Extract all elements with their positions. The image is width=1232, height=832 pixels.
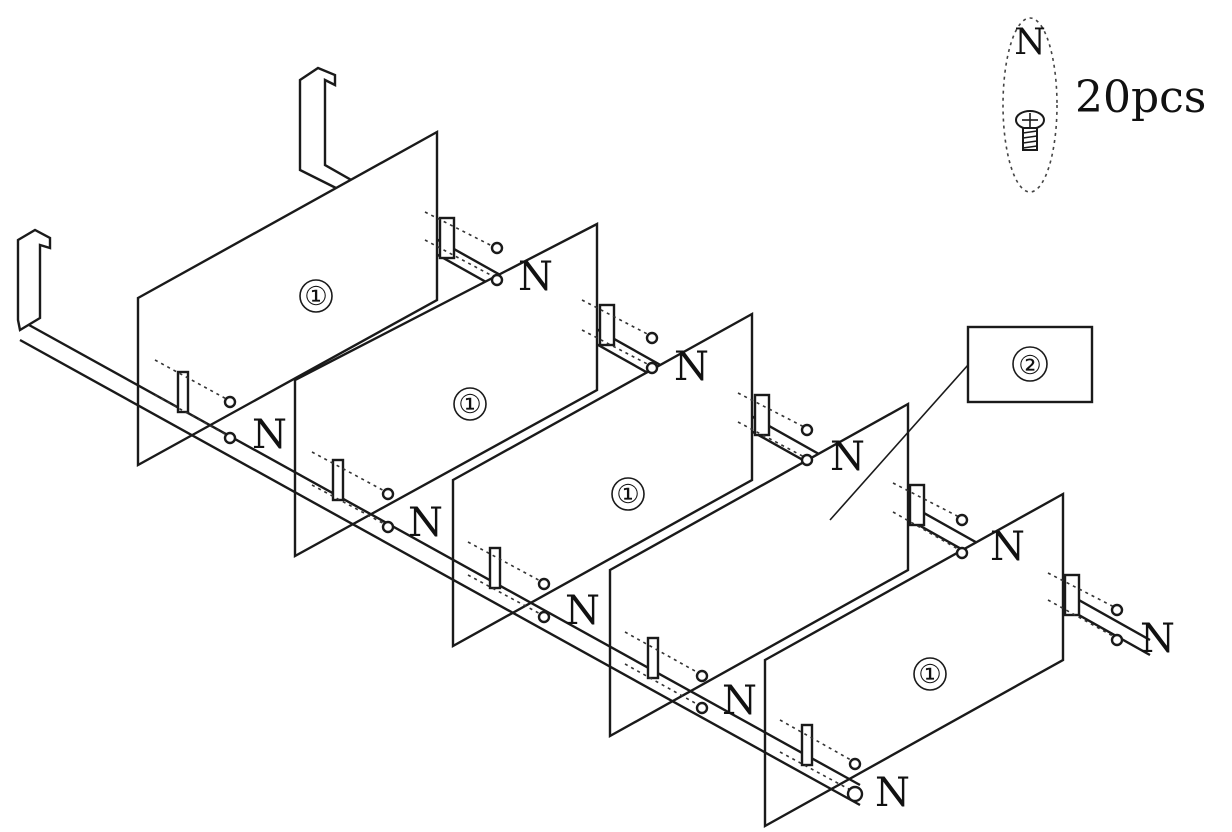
front-bracket-4 <box>624 631 709 715</box>
screw-label-back-5: N <box>1140 616 1175 662</box>
screw-label-front-4: N <box>722 678 757 724</box>
track-label-circle <box>1012 346 1048 382</box>
panel-label-circle-3 <box>611 477 645 511</box>
back-bracket-5 <box>1047 572 1124 647</box>
screw-label-back-2: N <box>674 344 709 390</box>
screw-label-front-5: N <box>875 770 910 816</box>
screw-label-front-2: N <box>408 500 443 546</box>
front-hook <box>16 228 52 332</box>
panel-label-1: ① <box>304 282 327 312</box>
panel-label-2: ① <box>458 390 481 420</box>
panel-label-circle-2 <box>453 387 487 421</box>
back-bracket-1 <box>424 211 504 287</box>
screw-label-back-1: N <box>518 254 553 300</box>
panel-number-labels: ① ① ① ① <box>299 279 947 691</box>
track-callout-box <box>966 325 1094 404</box>
front-brackets <box>154 359 864 803</box>
track-label: ② <box>1018 351 1041 381</box>
panel-1 <box>136 129 439 468</box>
legend-dashed-ellipse <box>1002 17 1058 193</box>
panel-label-circle-5 <box>913 657 947 691</box>
track-callout: ② <box>829 325 1094 521</box>
screw-label-back-4: N <box>990 524 1025 570</box>
panel-label-3: ① <box>616 480 639 510</box>
back-brackets <box>424 211 1124 647</box>
back-bracket-3 <box>737 392 814 467</box>
front-bracket-2 <box>311 451 395 534</box>
panel-label-circle-1 <box>299 279 333 313</box>
screw-labels: N N N N N N N N N N <box>252 254 1175 816</box>
track-callout-leader <box>829 364 969 521</box>
front-bracket-1 <box>154 359 237 445</box>
screw-icon <box>1015 110 1045 151</box>
legend-letter: N <box>1014 22 1046 63</box>
screw-label-back-3: N <box>830 434 865 480</box>
front-rail <box>19 318 861 807</box>
front-bracket-3 <box>467 541 551 624</box>
back-hook <box>298 66 362 202</box>
back-bracket-4 <box>892 482 969 560</box>
screw-label-front-3: N <box>565 588 600 634</box>
screw-label-front-1: N <box>252 412 287 458</box>
legend-quantity: 20pcs <box>1075 72 1206 123</box>
legend: N 20pcs <box>1002 17 1206 193</box>
front-bracket-5 <box>779 719 864 803</box>
panel-label-5: ① <box>918 660 941 690</box>
back-bracket-2 <box>581 299 659 375</box>
